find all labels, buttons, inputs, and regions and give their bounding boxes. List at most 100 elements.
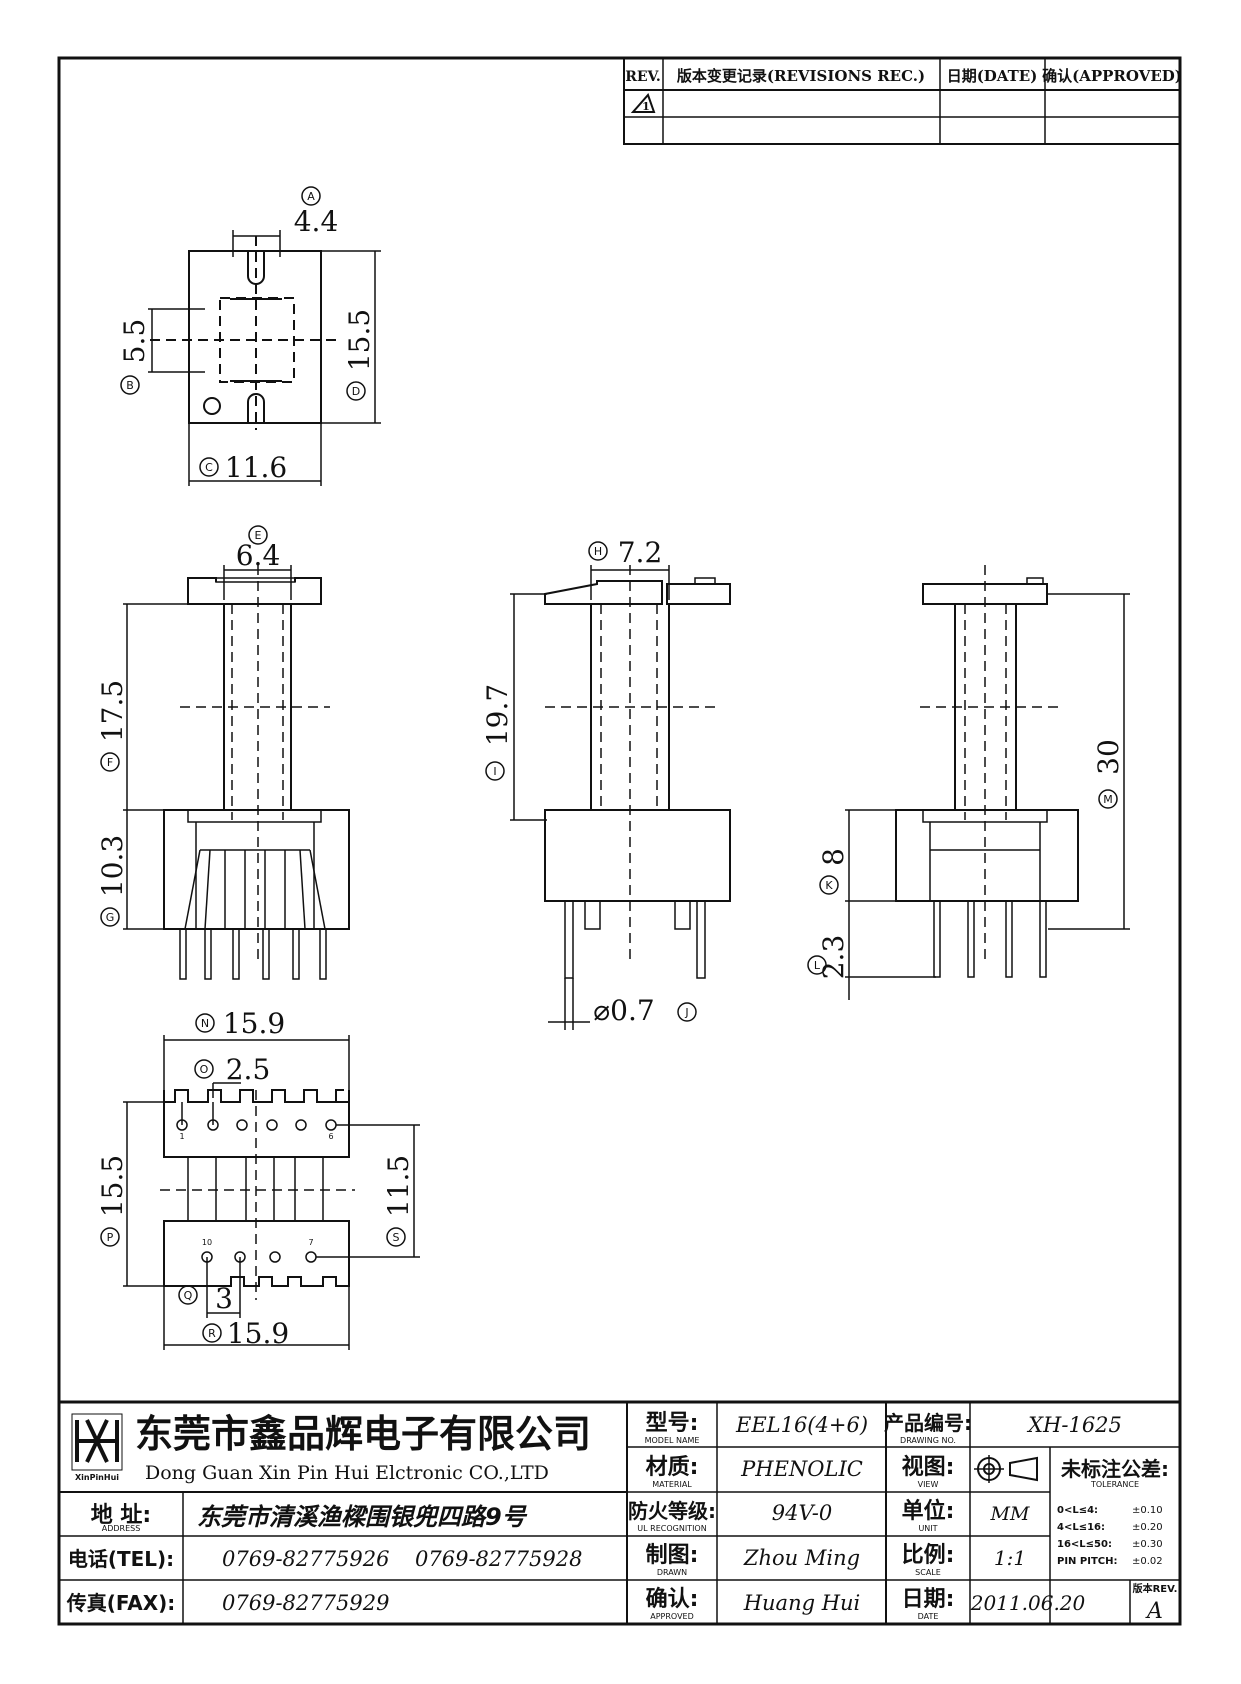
dim-p: P 15.5 <box>96 1155 129 1247</box>
svg-text:±0.02: ±0.02 <box>1132 1556 1163 1567</box>
dim-n: N 15.9 <box>195 1007 285 1040</box>
view-label: 视图: <box>902 1454 955 1480</box>
drawn-sub: DRAWN <box>657 1568 687 1577</box>
company-name-cn: 东莞市鑫品辉电子有限公司 <box>135 1412 591 1456</box>
model-sub: MODEL NAME <box>645 1436 700 1445</box>
svg-text:17.5: 17.5 <box>96 680 129 742</box>
drawing-no-label: 产品编号: <box>884 1411 972 1435</box>
svg-text:I: I <box>493 765 496 778</box>
svg-text:16<L≤50:: 16<L≤50: <box>1057 1539 1112 1550</box>
svg-text:F: F <box>107 756 113 769</box>
model-label: 型号: <box>646 1411 699 1436</box>
address-sub: ADDRESS <box>102 1524 141 1533</box>
unit-label: 单位: <box>902 1498 955 1524</box>
svg-text:11.6: 11.6 <box>225 451 287 484</box>
tolerance-sub: TOLERANCE <box>1090 1480 1139 1489</box>
date-header: 日期(DATE) <box>947 67 1038 85</box>
dim-l: L 2.3 <box>807 935 850 979</box>
revision-table: REV. 版本变更记录(REVISIONS REC.) 日期(DATE) 确认(… <box>623 57 1182 145</box>
end-view <box>845 565 1130 1000</box>
dim-m: M 30 <box>1092 739 1125 809</box>
dim-i: I 19.7 <box>481 684 514 781</box>
ul-value: 94V-0 <box>772 1501 832 1525</box>
sheet-border <box>57 56 1182 1626</box>
svg-text:4<L≤16:: 4<L≤16: <box>1057 1522 1105 1533</box>
revision-desc-header: 版本变更记录(REVISIONS REC.) <box>677 67 925 85</box>
rev-label: 版本REV. <box>1133 1582 1178 1595</box>
dim-c: C 11.6 <box>199 451 287 484</box>
dim-o: O 2.5 <box>194 1053 271 1086</box>
dim-a: A 4.4 <box>294 186 338 238</box>
svg-text:O: O <box>200 1063 209 1076</box>
dim-s: S 11.5 <box>382 1155 415 1247</box>
svg-text:1: 1 <box>642 100 650 113</box>
svg-text:±0.20: ±0.20 <box>1132 1522 1163 1533</box>
fax-value: 0769-82775929 <box>222 1591 389 1615</box>
bottom-view <box>123 1035 420 1350</box>
top-view <box>148 230 381 486</box>
tolerance-table: 0<L≤4: ±0.10 4<L≤16: ±0.20 16<L≤50: ±0.3… <box>1057 1505 1163 1567</box>
svg-text:15.9: 15.9 <box>227 1317 289 1350</box>
svg-text:6.4: 6.4 <box>236 539 281 572</box>
dim-g: G 10.3 <box>96 835 129 927</box>
approved-sub: APPROVED <box>650 1612 694 1621</box>
address-value: 东莞市清溪渔樑围银兜四路9号 <box>197 1503 528 1531</box>
company-name-en: Dong Guan Xin Pin Hui Elctronic CO.,LTD <box>145 1462 549 1484</box>
svg-text:Q: Q <box>184 1289 193 1302</box>
dim-e: E 6.4 <box>236 525 281 572</box>
dim-q: Q 3 <box>178 1282 233 1315</box>
svg-text:XinPinHui: XinPinHui <box>75 1473 119 1482</box>
date-label: 日期: <box>902 1587 955 1612</box>
svg-text:15.9: 15.9 <box>223 1007 285 1040</box>
material-sub: MATERIAL <box>652 1480 692 1489</box>
rev-header: REV. <box>625 69 661 85</box>
svg-text:±0.10: ±0.10 <box>1132 1505 1163 1516</box>
svg-text:30: 30 <box>1092 739 1125 775</box>
scale-sub: SCALE <box>915 1568 941 1577</box>
svg-text:K: K <box>825 879 833 892</box>
unit-sub: UNIT <box>918 1524 937 1533</box>
drawn-label: 制图: <box>646 1543 699 1568</box>
svg-text:S: S <box>393 1231 400 1244</box>
svg-text:PIN PITCH:: PIN PITCH: <box>1057 1556 1117 1567</box>
approved-label: 确认: <box>646 1586 699 1612</box>
tel-value-2: 0769-82775928 <box>415 1547 582 1571</box>
view-sub: VIEW <box>918 1480 939 1489</box>
ul-sub: UL RECOGNITION <box>637 1524 706 1533</box>
tel-label: 电话(TEL): <box>68 1547 174 1571</box>
dim-h: H 7.2 <box>588 536 663 569</box>
tolerance-label: 未标注公差: <box>1061 1457 1169 1481</box>
svg-text:C: C <box>205 461 213 474</box>
dim-r: R 15.9 <box>202 1317 289 1350</box>
svg-text:E: E <box>255 529 262 542</box>
svg-text:15.5: 15.5 <box>96 1155 129 1217</box>
drawing-no-sub: DRAWING NO. <box>900 1436 956 1445</box>
svg-text:19.7: 19.7 <box>481 684 514 746</box>
tel-value-1: 0769-82775926 <box>222 1547 389 1571</box>
front-view <box>123 565 350 980</box>
svg-text:G: G <box>106 911 115 924</box>
svg-text:2.5: 2.5 <box>226 1053 271 1086</box>
svg-text:7.2: 7.2 <box>618 536 663 569</box>
material-value: PHENOLIC <box>740 1457 863 1481</box>
svg-text:H: H <box>594 545 602 558</box>
scale-value: 1:1 <box>994 1546 1026 1570</box>
svg-text:3: 3 <box>215 1282 233 1315</box>
company-logo: XinPinHui <box>71 1413 123 1482</box>
pin-7-label: 7 <box>308 1238 313 1247</box>
model-value: EEL16(4+6) <box>735 1413 868 1437</box>
pin-10-label: 10 <box>202 1238 212 1247</box>
dim-k: K 8 <box>817 848 850 895</box>
dim-j: ⌀0.7 J <box>593 994 697 1027</box>
pin-6-label: 6 <box>328 1132 333 1141</box>
drawn-value: Zhou Ming <box>743 1546 860 1570</box>
approved-header: 确认(APPROVED) <box>1042 67 1182 85</box>
drawing-no-value: XH-1625 <box>1026 1413 1122 1437</box>
svg-text:D: D <box>352 385 360 398</box>
dim-b: B 5.5 <box>118 319 151 395</box>
svg-text:11.5: 11.5 <box>382 1155 415 1217</box>
svg-text:R: R <box>208 1327 216 1340</box>
svg-text:J: J <box>684 1006 688 1019</box>
fax-label: 传真(FAX): <box>66 1591 176 1615</box>
material-label: 材质: <box>646 1455 699 1480</box>
